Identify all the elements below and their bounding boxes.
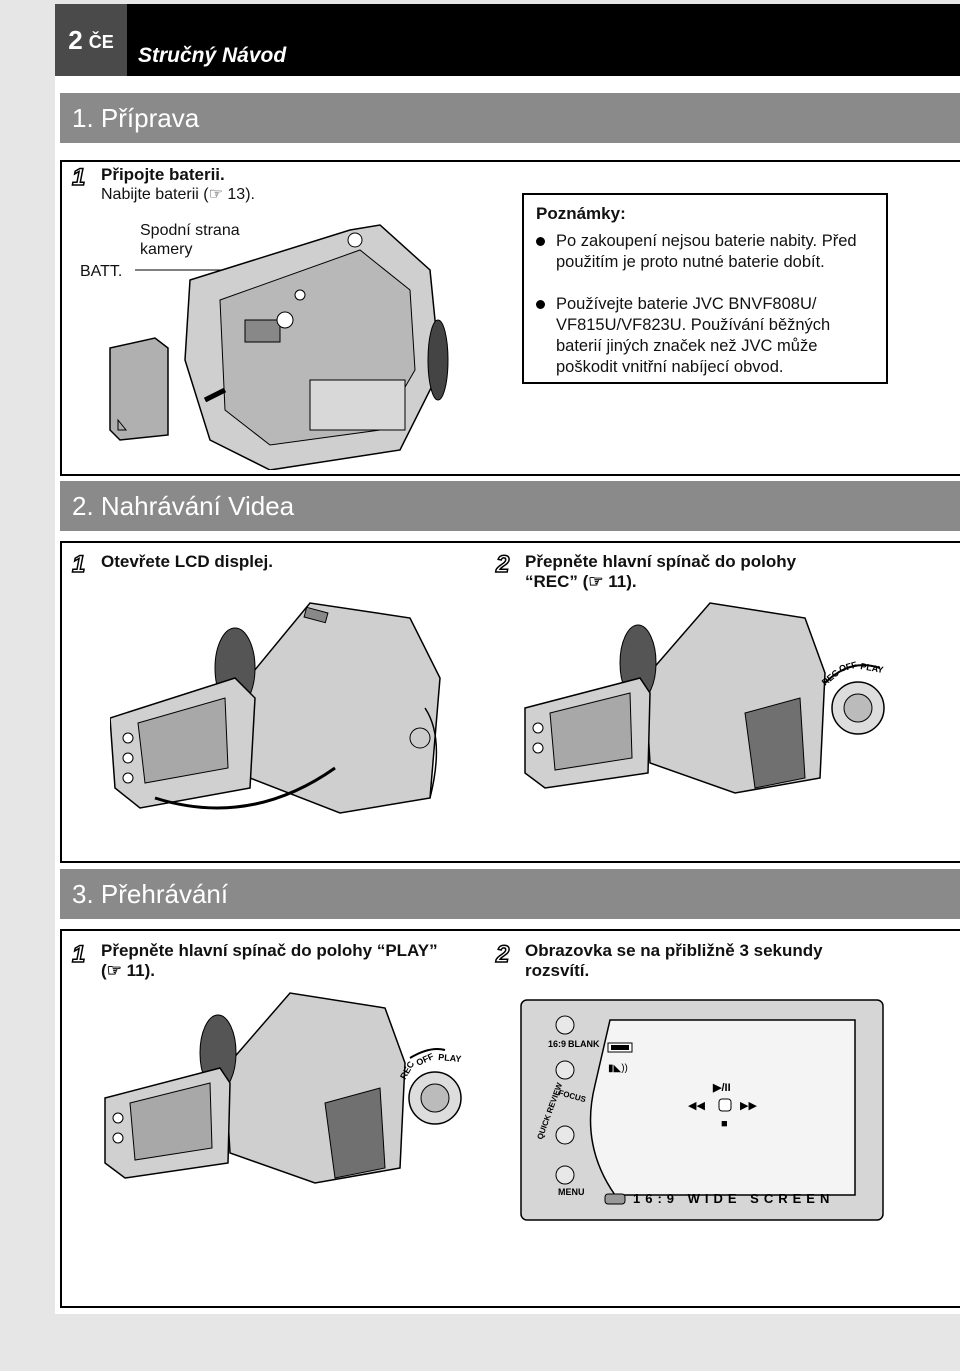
note-item-1: Po zakoupení nejsou baterie nabity. Před… <box>536 231 876 273</box>
section2-step-1-number: 1 <box>71 551 86 578</box>
play-pause-icon: ▶/II <box>712 1082 731 1094</box>
bullet-icon <box>536 300 545 309</box>
section3-step-1-line1: Přepněte hlavní spínač do polohy “PLAY” <box>101 941 438 960</box>
section3-step-1-line2: (☞ 11). <box>101 961 155 980</box>
language-code: ČE <box>88 31 114 52</box>
switch-label-play: PLAY <box>860 661 885 675</box>
bullet-icon <box>536 237 545 246</box>
lcd-screen-diagram: 16:9 BLANK FOCUS QUICK REVIEW MENU ▮◣)) … <box>520 999 884 1221</box>
stop-icon: ■ <box>721 1118 728 1130</box>
step-1-text: Připojte baterii. <box>101 165 225 184</box>
select-icon <box>718 1098 732 1112</box>
page-number: 2 <box>68 24 83 55</box>
section-3-bar: 3. Přehrávání <box>60 869 960 919</box>
section3-step-1-number: 1 <box>71 941 86 968</box>
wide-screen-icon <box>604 1193 626 1205</box>
section-3-title: 3. Přehrávání <box>72 879 229 909</box>
forward-icon: ▶▶ <box>740 1100 757 1112</box>
notes-title: Poznámky: <box>536 204 626 223</box>
label-bottom-side-2: kamery <box>140 241 193 258</box>
wide-screen-label: 16:9 WIDE SCREEN <box>633 1191 834 1206</box>
section2-step-2-line2: “REC” (☞ 11). <box>525 572 637 591</box>
page-number-block: 2 ČE <box>55 4 127 76</box>
section-1-bar: 1. Příprava <box>60 93 960 143</box>
note-item-2: Používejte baterie JVC BNVF808U/ VF815U/… <box>536 294 876 378</box>
section-2-bar: 2. Nahrávání Videa <box>60 481 960 531</box>
blank-label: BLANK <box>568 1039 600 1049</box>
camera-bottom-illustration <box>109 224 449 470</box>
section2-step-1-text: Otevřete LCD displej. <box>101 552 273 571</box>
label-batt: BATT. <box>80 263 123 280</box>
section3-step-2-line1: Obrazovka se na přibližně 3 sekundy <box>525 941 823 960</box>
camera-rec-switch-illustration: REC OFF PLAY <box>524 602 885 794</box>
page-title: Stručný Návod <box>138 44 287 67</box>
section3-step-2-line2: rozsvítí. <box>525 961 590 980</box>
switch-label-off: OFF <box>838 659 858 673</box>
notes-box: Poznámky: Po zakoupení nejsou baterie na… <box>522 193 888 384</box>
section2-step-2-number: 2 <box>495 551 510 578</box>
camera-lcd-open-illustration <box>110 602 441 814</box>
step-1-subtext: Nabijte baterii (☞ 13). <box>101 186 255 203</box>
camera-play-switch-illustration: REC OFF PLAY <box>104 992 462 1184</box>
section2-step-2-line1: Přepněte hlavní spínač do polohy <box>525 552 797 571</box>
switch-label-play: PLAY <box>438 1052 462 1064</box>
menu-label: MENU <box>558 1187 585 1197</box>
section-2-title: 2. Nahrávání Videa <box>72 491 295 521</box>
header-bar <box>55 4 960 76</box>
section3-step-2-number: 2 <box>495 941 510 968</box>
speaker-icon: ▮◣)) <box>608 1063 628 1074</box>
rewind-icon: ◀◀ <box>688 1100 705 1112</box>
step-1-number: 1 <box>71 164 86 191</box>
aspect-label: 16:9 <box>548 1039 566 1049</box>
section-1-title: 1. Příprava <box>72 103 200 133</box>
label-bottom-side: Spodní strana <box>140 222 240 239</box>
